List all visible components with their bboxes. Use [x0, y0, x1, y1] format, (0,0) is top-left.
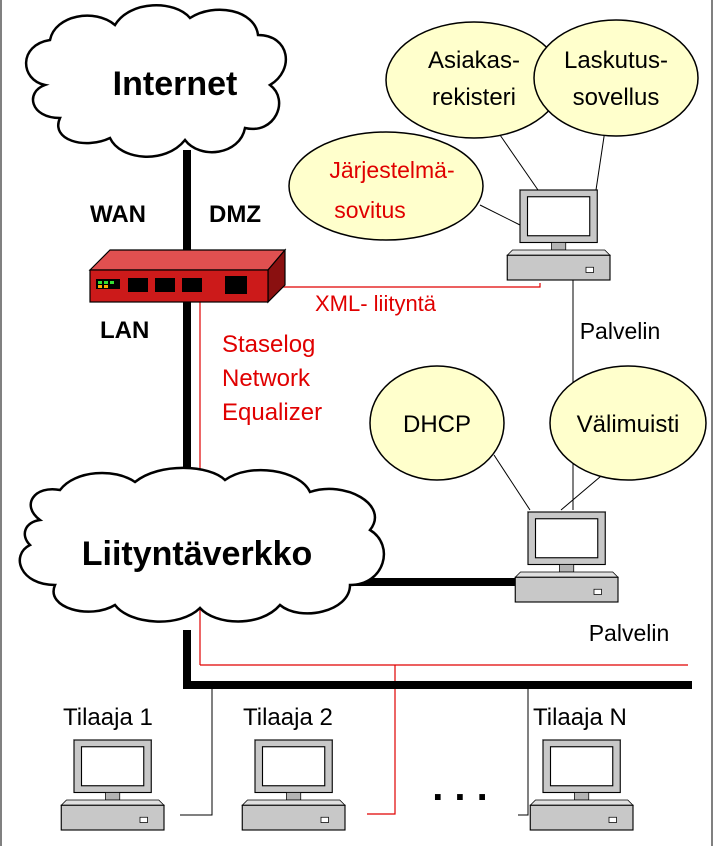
integration-line2: sovitus: [334, 197, 406, 223]
cache-label: Välimuisti: [577, 411, 680, 438]
billing-line2: sovellus: [573, 84, 660, 111]
dmz-label: DMZ: [209, 201, 261, 228]
internet-cloud: Internet: [24, 4, 288, 158]
cache-bubble: Välimuisti: [549, 365, 707, 481]
billing-bubble: Laskutus- sovellus: [533, 19, 699, 137]
customer-register-bubble: Asiakas- rekisteri: [385, 21, 563, 139]
subscriber-ellipsis: . . .: [432, 765, 488, 809]
lan-label: LAN: [100, 317, 149, 344]
subscriber-2-computer: [241, 739, 346, 831]
integration-line1: Järjestelmä-: [329, 157, 454, 183]
subscriber-n-computer: [529, 739, 634, 831]
subscriber-2-label: Tilaaja 2: [243, 704, 333, 731]
thin-connection-lines: [180, 129, 621, 816]
dhcp-bubble: DHCP: [369, 365, 505, 481]
subscriber-n-label: Tilaaja N: [533, 704, 627, 731]
billing-line1: Laskutus-: [564, 47, 668, 74]
wan-label: WAN: [90, 201, 146, 228]
xml-interface-label: XML- liityntä: [315, 291, 437, 316]
device-name-line3: Equalizer: [222, 399, 322, 426]
customer-register-line2: rekisteri: [432, 84, 516, 111]
backbone-lines: [183, 150, 692, 689]
access-network-label: Liityntäverkko: [82, 535, 313, 573]
subscriber-1-label: Tilaaja 1: [63, 704, 153, 731]
device-name-line1: Staselog: [222, 331, 315, 358]
dhcp-label: DHCP: [403, 411, 471, 438]
lower-server-computer: [514, 511, 619, 603]
subscriber-1-computer: [60, 739, 165, 831]
staselog-device: [88, 248, 287, 304]
access-network-cloud: Liityntäverkko: [18, 466, 386, 623]
upper-server-computer: [506, 189, 611, 281]
lower-server-label: Palvelin: [589, 620, 670, 646]
device-name-line2: Network: [222, 365, 311, 392]
customer-register-line1: Asiakas-: [428, 47, 520, 74]
internet-label: Internet: [113, 65, 238, 103]
integration-bubble: Järjestelmä- sovitus: [288, 131, 484, 241]
upper-server-label: Palvelin: [580, 318, 661, 344]
